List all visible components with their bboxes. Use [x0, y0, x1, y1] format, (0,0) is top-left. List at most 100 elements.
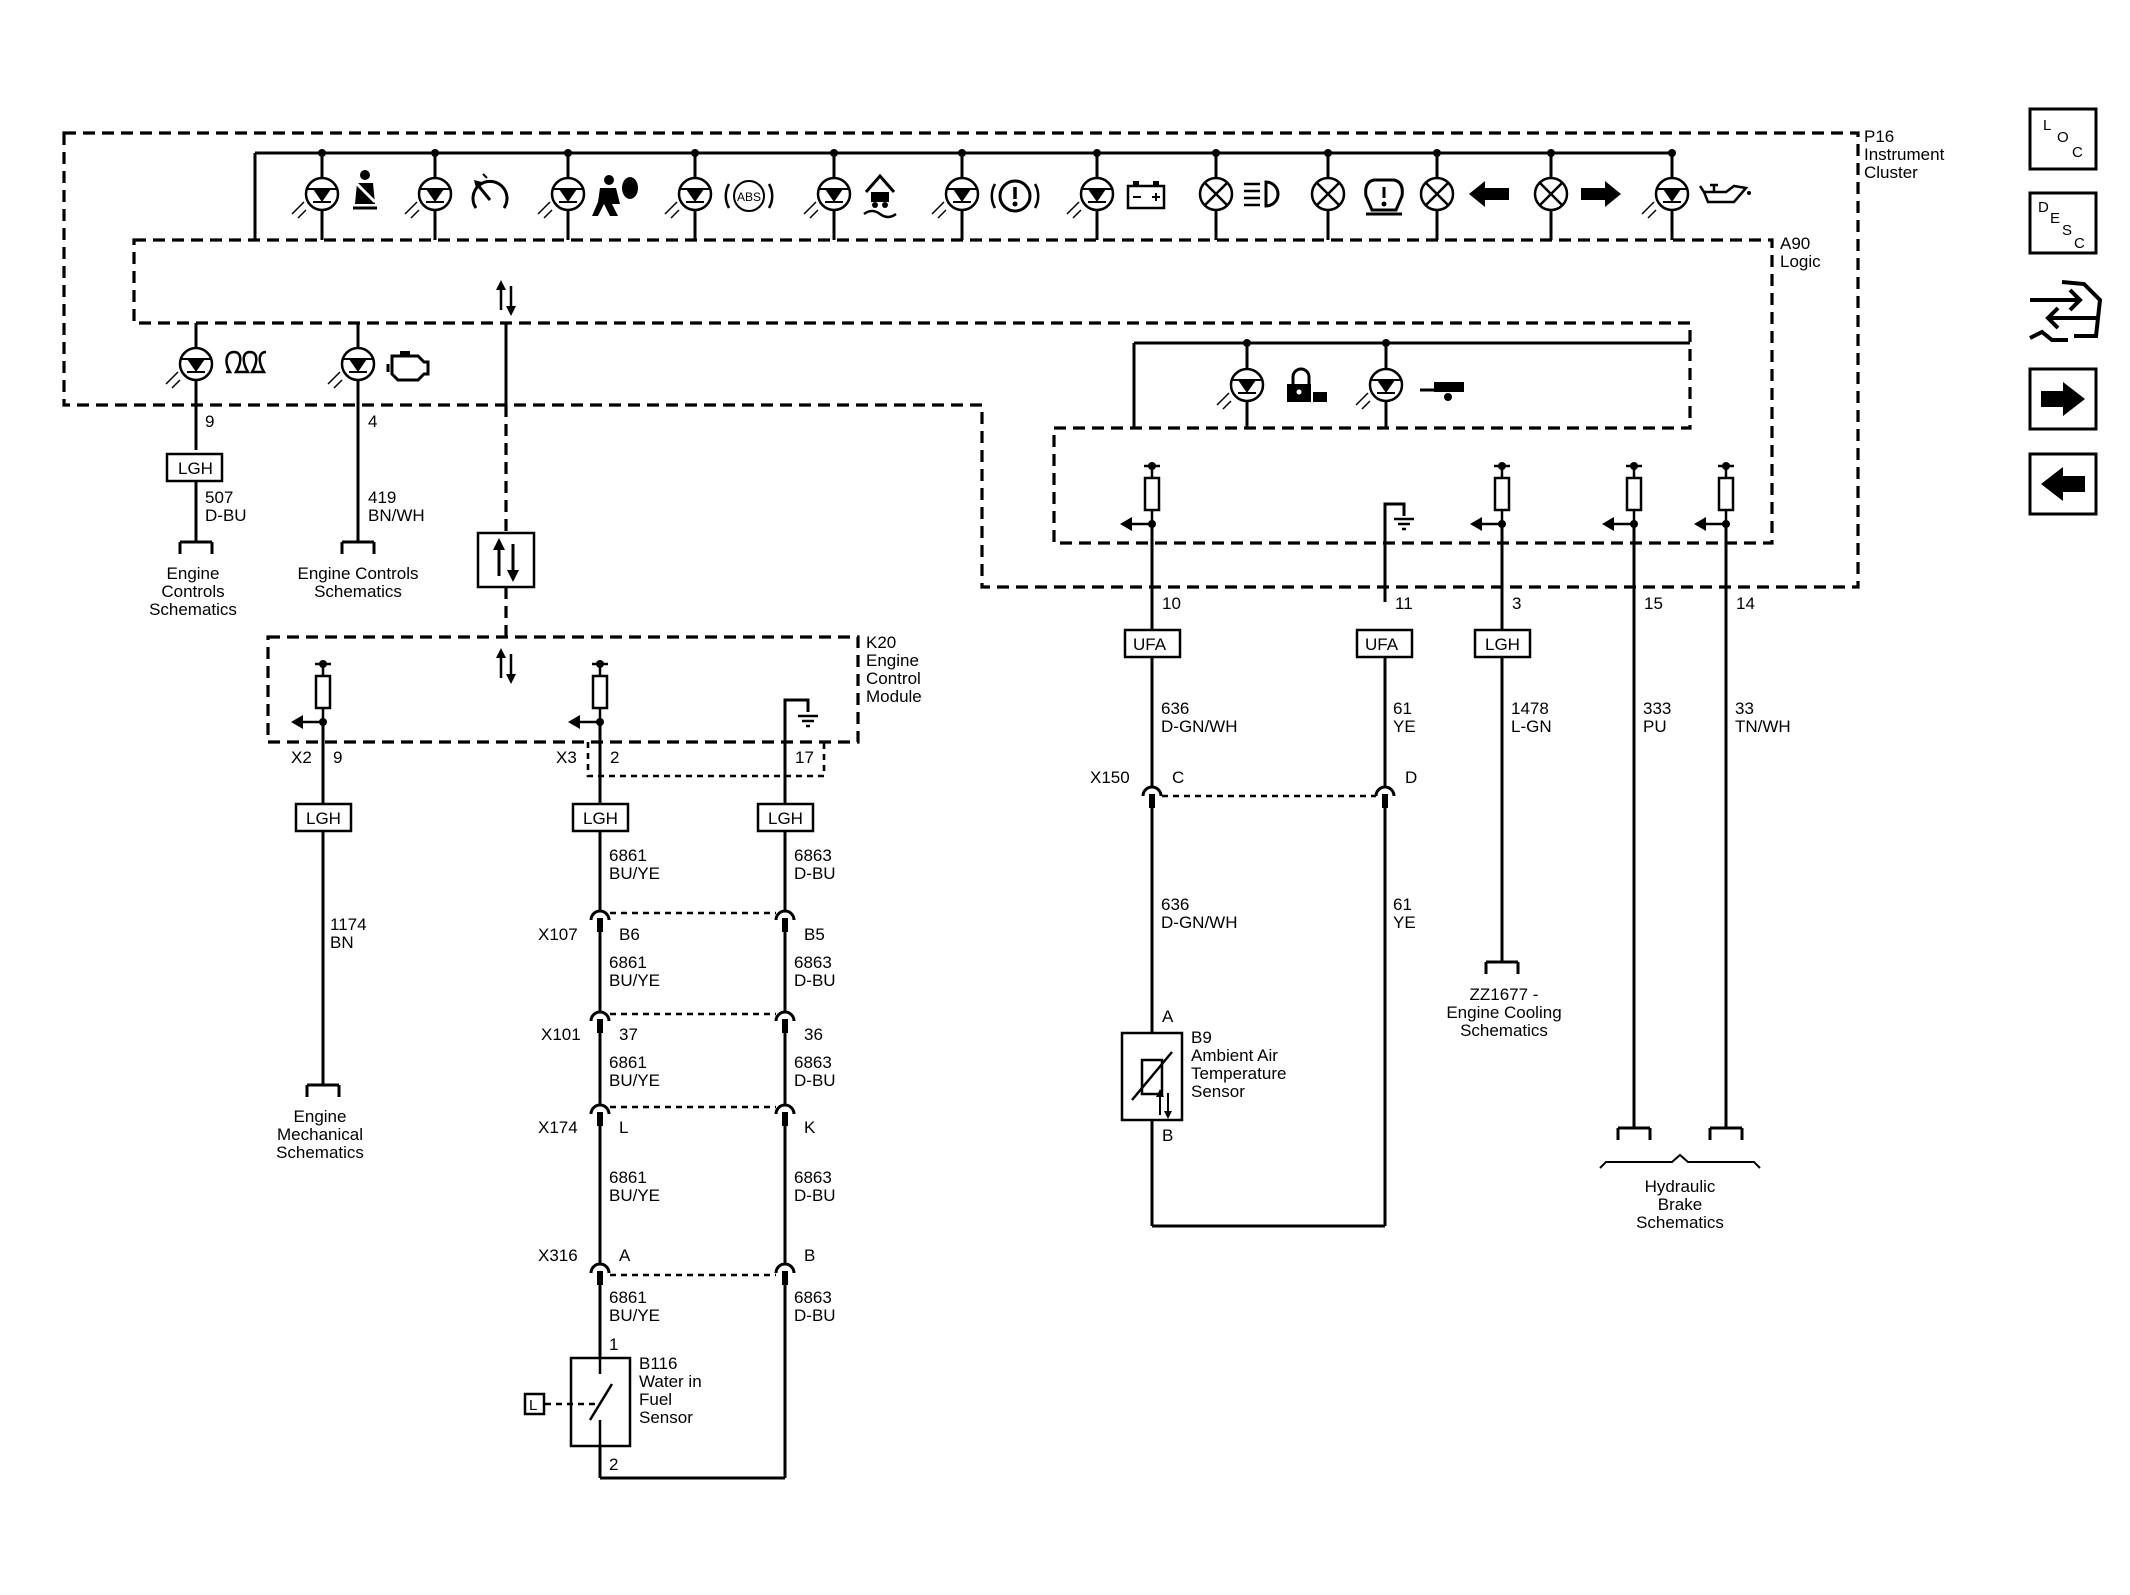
svg-text:Engine: Engine: [294, 1107, 347, 1126]
svg-text:Instrument: Instrument: [1864, 145, 1945, 164]
svg-text:Hydraulic: Hydraulic: [1645, 1177, 1716, 1196]
svg-text:C: C: [2072, 144, 2083, 161]
x101-terminal-36: [774, 1010, 796, 1035]
svg-text:E: E: [2050, 210, 2060, 227]
wire-507-label: 507 D-BU: [205, 488, 247, 525]
svg-text:1478: 1478: [1511, 699, 1549, 718]
stability-control-indicator-lamp: [802, 176, 852, 220]
hydraulic-brake-ref-bracket-2: [1708, 1126, 1744, 1142]
svg-text:6861: 6861: [609, 1053, 647, 1072]
svg-text:61: 61: [1393, 895, 1412, 914]
k20-x3-pin: 2: [610, 748, 619, 767]
hydraulic-brake-schematics-link[interactable]: Hydraulic Brake Schematics: [1636, 1177, 1724, 1232]
svg-text:Schematics: Schematics: [1460, 1021, 1548, 1040]
abs-indicator-lamp: [663, 176, 713, 220]
k20-engine-control-module-boundary: [266, 635, 860, 744]
airbag-indicator-lamp: [536, 176, 586, 220]
check-engine-icon: [386, 351, 430, 382]
x107-label: X107: [538, 925, 578, 944]
x150-pin-d: D: [1405, 768, 1417, 787]
svg-text:TN/WH: TN/WH: [1735, 717, 1791, 736]
svg-text:Logic: Logic: [1780, 252, 1821, 271]
p16-pin-3-pullup: [1468, 460, 1512, 533]
svg-text:BU/YE: BU/YE: [609, 971, 660, 990]
engine-cooling-schematics-link[interactable]: ZZ1677 - Engine Cooling Schematics: [1446, 985, 1561, 1040]
ufa-box-61-label: UFA: [1365, 635, 1399, 654]
serial-data-gateway-icon: [493, 538, 519, 582]
serial-data-gateway-box: [476, 531, 536, 589]
x174-terminal-l: [589, 1103, 611, 1128]
left-arrow-icon: [2041, 467, 2085, 501]
engine-controls-schematics-link-1[interactable]: Engine Controls Schematics: [149, 564, 237, 619]
p16-pin-4: 4: [368, 412, 377, 431]
trailer-indicator-lamp: [1354, 367, 1404, 411]
svg-text:Engine Cooling: Engine Cooling: [1446, 1003, 1561, 1022]
b116-level-letter: L: [529, 1397, 537, 1414]
previous-page-button[interactable]: [2028, 452, 2098, 516]
engine-controls-ref-bracket-2: [340, 540, 376, 556]
glow-plug-indicator-lamp: [164, 346, 214, 390]
svg-text:33: 33: [1735, 699, 1754, 718]
p16-pin-11-ground-path: [1383, 502, 1406, 602]
svg-text:K20: K20: [866, 633, 896, 652]
wire-333-label: 333 PU: [1643, 699, 1671, 736]
glow-plug-icon: [225, 350, 267, 374]
right-turn-arrow-icon: [1581, 181, 1621, 207]
p16-pin-14: 14: [1736, 594, 1755, 613]
check-engine-indicator-lamp: [326, 346, 376, 390]
abs-icon: ABS: [724, 180, 774, 212]
svg-text:D-BU: D-BU: [794, 1306, 836, 1325]
svg-text:Engine Controls: Engine Controls: [298, 564, 419, 583]
svg-text:BU/YE: BU/YE: [609, 1071, 660, 1090]
svg-text:Module: Module: [866, 687, 922, 706]
next-page-button[interactable]: [2028, 367, 2098, 431]
svg-text:Brake: Brake: [1658, 1195, 1702, 1214]
lgh-box-6863-label: LGH: [768, 809, 803, 828]
engine-controls-ref-bracket-1: [178, 540, 214, 556]
wire-61a-label: 61 YE: [1393, 699, 1416, 736]
x107-terminal-b5: [774, 909, 796, 934]
serial-data-arrows-top: [496, 280, 516, 316]
hydraulic-brake-ref-bracket-1: [1616, 1126, 1652, 1142]
svg-text:D: D: [2038, 199, 2049, 216]
svg-text:1174: 1174: [330, 915, 367, 934]
x150-terminal-c: [1141, 785, 1163, 810]
svg-text:O: O: [2057, 129, 2069, 146]
tire-pressure-indicator-bulb: [1310, 176, 1346, 212]
airbag-icon: [592, 175, 638, 216]
description-button[interactable]: D E S C: [2028, 191, 2098, 255]
x150-pin-c: C: [1172, 768, 1184, 787]
connector-view-icon[interactable]: [2029, 280, 2103, 342]
b9-pin-b: B: [1162, 1126, 1173, 1145]
a90-label: A90 Logic: [1780, 234, 1821, 271]
engine-mechanical-schematics-link[interactable]: Engine Mechanical Schematics: [276, 1107, 364, 1162]
k20-x3-label: X3: [556, 748, 577, 767]
battery-icon: [1126, 181, 1166, 210]
wire-419-label: 419 BN/WH: [368, 488, 425, 525]
svg-text:D-BU: D-BU: [794, 971, 836, 990]
abs-text: ABS: [737, 190, 761, 204]
k20-x2-pin: 9: [333, 748, 342, 767]
x316-pin-b: B: [804, 1246, 815, 1265]
lgh-box-507-label: LGH: [178, 459, 213, 478]
p16-pin-9: 9: [205, 412, 214, 431]
svg-text:636: 636: [1161, 895, 1189, 914]
svg-text:P16: P16: [1864, 127, 1894, 146]
location-button[interactable]: L O C: [2028, 107, 2098, 171]
security-lock-icon: [1287, 367, 1327, 402]
x101-label: X101: [541, 1025, 581, 1044]
svg-text:Engine: Engine: [866, 651, 919, 670]
k20-label: K20 Engine Control Module: [866, 633, 922, 706]
k20-pin-17: 17: [795, 748, 814, 767]
wire-61b-label: 61 YE: [1393, 895, 1416, 932]
svg-text:BU/YE: BU/YE: [609, 864, 660, 883]
engine-controls-schematics-link-2[interactable]: Engine Controls Schematics: [298, 564, 419, 601]
b9-pin-a: A: [1162, 1007, 1174, 1026]
svg-text:BN/WH: BN/WH: [368, 506, 425, 525]
svg-text:BU/YE: BU/YE: [609, 1186, 660, 1205]
